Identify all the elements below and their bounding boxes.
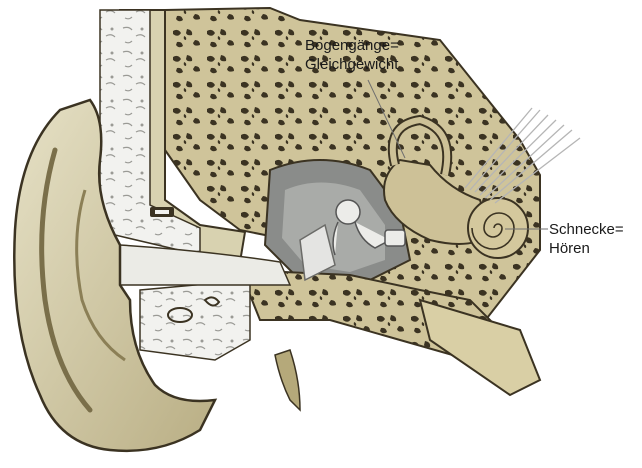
bogengaenge-line2: Gleichgewicht [305, 55, 399, 74]
schnecke-line1: Schnecke= [549, 220, 624, 239]
schnecke-label: Schnecke= Hören [549, 220, 624, 258]
schnecke-line2: Hören [549, 239, 624, 258]
styloid-process [275, 350, 300, 410]
bogengaenge-line1: Bogengänge= [305, 36, 399, 55]
lower-white-bone [140, 280, 250, 360]
bogengaenge-label: Bogengänge= Gleichgewicht [305, 36, 399, 74]
